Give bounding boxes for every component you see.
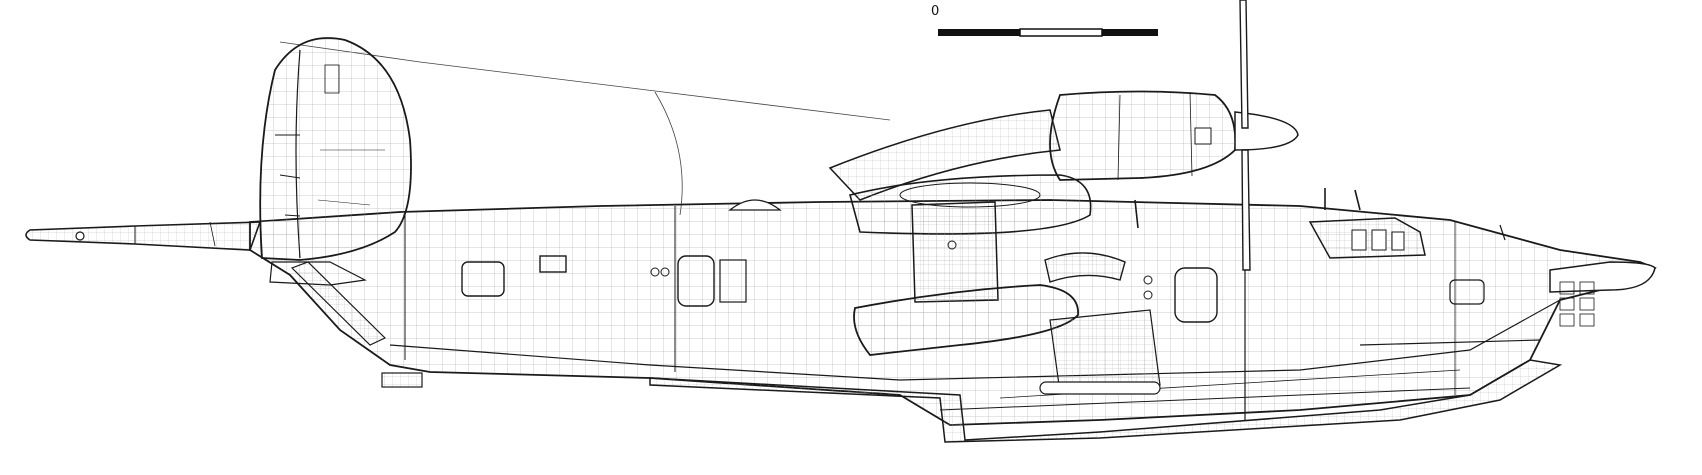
hatch-1	[461, 261, 505, 297]
antenna-lead	[654, 91, 683, 216]
vertical-stabilizer	[259, 37, 412, 286]
scale-bar-zero-label: 0	[931, 4, 940, 19]
blisters-and-hatches	[461, 199, 1485, 323]
hatch-3	[677, 255, 715, 307]
engine-nacelle	[1049, 90, 1299, 181]
antenna-masts	[1134, 188, 1506, 241]
scale-bar-segment-3	[1102, 29, 1158, 36]
scale-bar-segment-2	[1019, 28, 1103, 37]
hatch-4	[719, 259, 747, 303]
tail-strut	[290, 261, 387, 346]
hatch-2	[539, 255, 567, 273]
tail-step	[381, 372, 423, 388]
landing-gear	[1039, 252, 1161, 395]
scale-bar-segment-1	[938, 29, 1020, 36]
hatch-6	[1449, 279, 1485, 305]
planing-bottom	[649, 359, 1563, 443]
propeller-spinner	[1234, 111, 1299, 151]
wing-panel	[911, 201, 999, 303]
cockpit-canopy	[1308, 217, 1426, 259]
scale-bar	[938, 28, 1158, 37]
tail-boom	[25, 221, 262, 251]
nose-glazing	[1549, 261, 1656, 327]
propeller	[1239, 0, 1251, 271]
rudder-hinge-line	[295, 49, 301, 259]
hatch-5	[1174, 267, 1218, 323]
wing-float	[853, 284, 1079, 356]
